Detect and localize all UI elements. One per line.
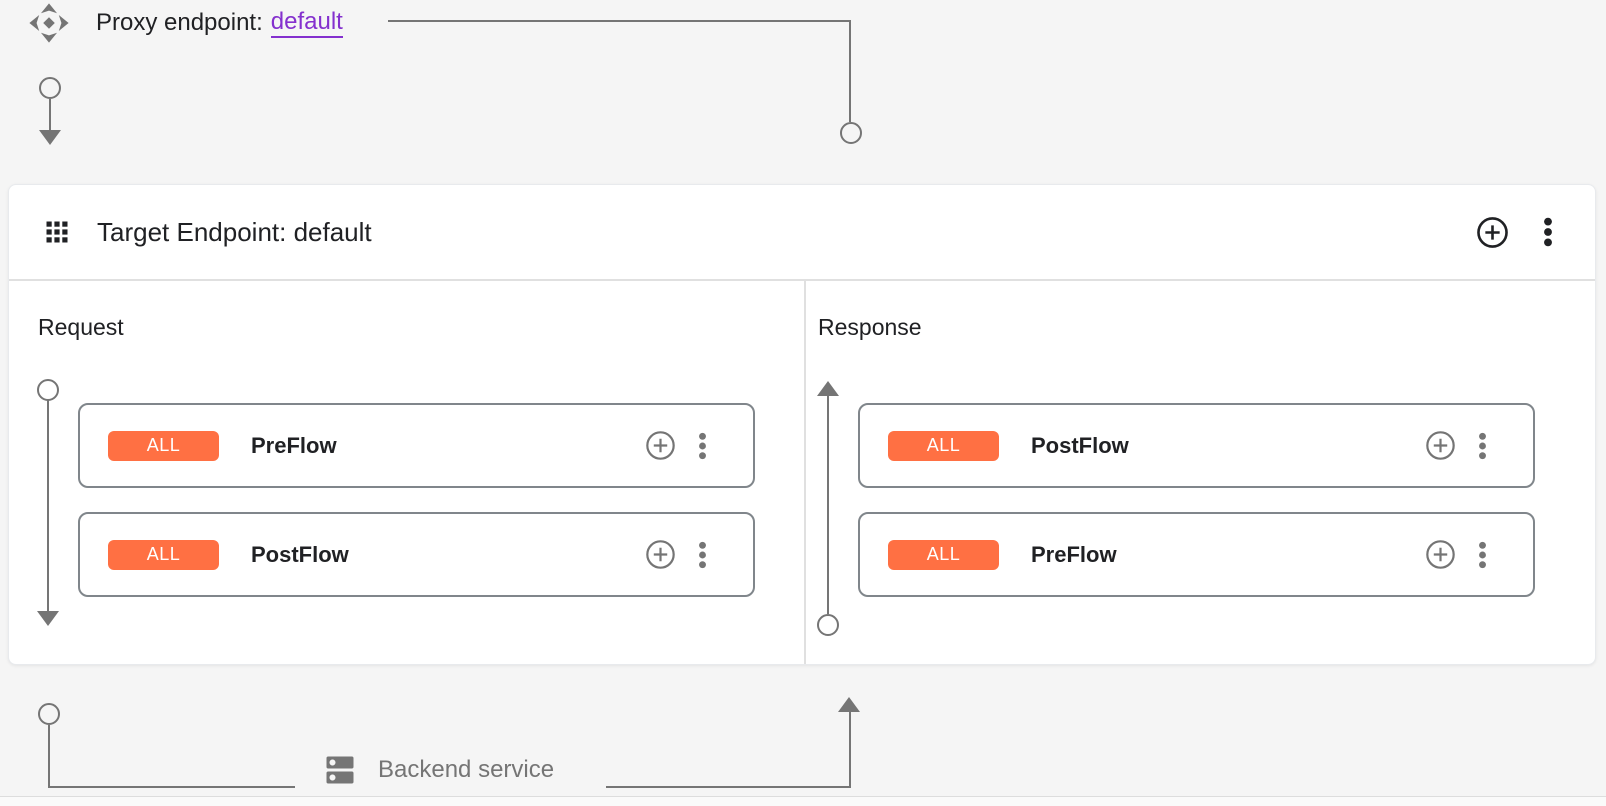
- request-arrow-down-icon: [37, 611, 59, 626]
- add-target-endpoint-button[interactable]: [1476, 216, 1509, 249]
- inbound-start-circle: [39, 77, 61, 99]
- flow-name: PostFlow: [1031, 432, 1129, 458]
- backend-service-node: Backend service: [322, 752, 554, 788]
- proxy-endpoint-label: Proxy endpoint:: [96, 9, 263, 36]
- flow-condition-badge: ALL: [108, 539, 219, 570]
- kebab-menu-icon: [699, 432, 706, 459]
- response-arrow-up-icon: [817, 381, 839, 396]
- outbound-start-circle: [38, 703, 60, 725]
- request-flow-line: [47, 400, 49, 611]
- target-endpoint-menu-button[interactable]: [1543, 217, 1553, 247]
- proxy-endpoint-link[interactable]: default: [270, 8, 343, 38]
- inbound-connector-line: [49, 99, 51, 130]
- kebab-menu-icon: [1544, 217, 1552, 247]
- flow-condition-badge: ALL: [888, 430, 999, 461]
- add-policy-button[interactable]: [1425, 539, 1456, 570]
- flow-name: PreFlow: [1031, 541, 1117, 567]
- flow-box-request-postflow[interactable]: ALL PostFlow: [78, 512, 755, 597]
- move-arrows-icon: [29, 3, 69, 43]
- response-flow-line: [827, 396, 829, 614]
- outbound-connector-horizontal: [48, 786, 295, 788]
- flow-menu-button[interactable]: [1478, 541, 1487, 569]
- flow-menu-button[interactable]: [1478, 432, 1487, 460]
- flow-box-request-preflow[interactable]: ALL PreFlow: [78, 403, 755, 488]
- proxy-to-target-connector-vertical: [849, 20, 851, 122]
- target-endpoint-header: Target Endpoint: default: [9, 185, 1595, 281]
- backend-return-connector-horizontal: [606, 786, 851, 788]
- flow-box-response-postflow[interactable]: ALL PostFlow: [858, 403, 1535, 488]
- response-lane-title: Response: [818, 314, 922, 340]
- inbound-arrow-down-icon: [39, 130, 61, 145]
- outbound-connector-vertical: [48, 725, 50, 788]
- request-lane-title: Request: [38, 314, 124, 340]
- target-endpoint-title: Target Endpoint: default: [97, 216, 372, 247]
- circled-plus-icon: [646, 431, 675, 460]
- circled-plus-icon: [1426, 540, 1455, 569]
- response-flow-end-circle: [817, 614, 839, 636]
- flow-box-response-preflow[interactable]: ALL PreFlow: [858, 512, 1535, 597]
- backend-return-connector-vertical: [849, 712, 851, 788]
- add-policy-button[interactable]: [645, 430, 676, 461]
- flow-name: PostFlow: [251, 541, 349, 567]
- backend-return-arrow-up-icon: [838, 697, 860, 712]
- flow-name: PreFlow: [251, 432, 337, 458]
- add-policy-button[interactable]: [1425, 430, 1456, 461]
- kebab-menu-icon: [1479, 541, 1486, 568]
- flow-menu-button[interactable]: [698, 432, 707, 460]
- dns-server-icon: [326, 756, 354, 784]
- circled-plus-icon: [646, 540, 675, 569]
- circled-plus-icon: [1426, 431, 1455, 460]
- proxy-to-target-connector-horizontal: [388, 20, 851, 22]
- proxy-endpoint-node: Proxy endpoint: default: [28, 2, 343, 44]
- proxy-to-target-endpoint-circle: [840, 122, 862, 144]
- flow-condition-badge: ALL: [888, 539, 999, 570]
- apps-grid-icon: [46, 221, 68, 243]
- canvas-bottom-edge: [0, 796, 1606, 806]
- backend-service-label: Backend service: [378, 756, 555, 783]
- flow-menu-button[interactable]: [698, 541, 707, 569]
- flow-condition-badge: ALL: [108, 430, 219, 461]
- request-response-divider: [804, 281, 806, 664]
- add-policy-button[interactable]: [645, 539, 676, 570]
- kebab-menu-icon: [699, 541, 706, 568]
- circled-plus-icon: [1477, 216, 1508, 248]
- request-flow-start-circle: [37, 379, 59, 401]
- kebab-menu-icon: [1479, 432, 1486, 459]
